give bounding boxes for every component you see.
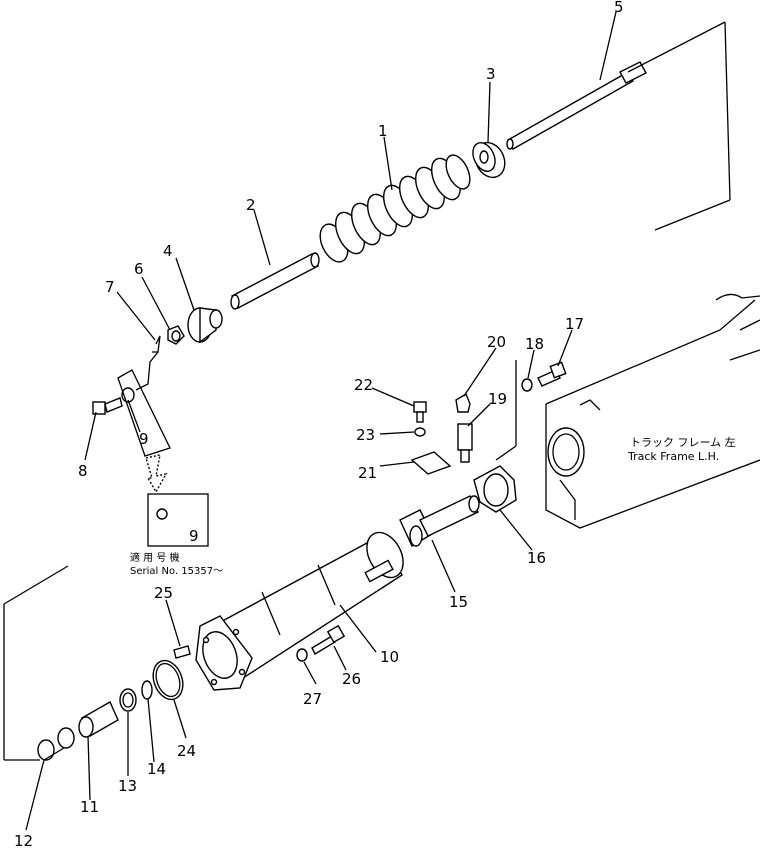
nut-part-6 — [167, 325, 185, 345]
serial-note: 適 用 号 機 Serial No. 15357～ — [130, 551, 223, 577]
pipe-part-2 — [230, 252, 320, 310]
cylinder-part-10 — [214, 531, 404, 682]
callout-27: 27 — [303, 690, 322, 708]
callout-23: 23 — [356, 426, 375, 444]
spring-part-1 — [319, 154, 471, 263]
callout-9b: 9 — [189, 527, 199, 545]
callout-8: 8 — [78, 462, 88, 480]
callout-22: 22 — [354, 376, 373, 394]
flange-part-16 — [473, 465, 517, 513]
callout-24: 24 — [177, 742, 196, 760]
callout-4: 4 — [163, 242, 173, 260]
arrow-down — [145, 454, 168, 494]
serial-note-en: Serial No. 15357～ — [130, 566, 223, 577]
callout-11: 11 — [80, 798, 99, 816]
callout-6: 6 — [134, 260, 144, 278]
rod-part-5 — [506, 21, 731, 231]
leader-lines — [25, 11, 617, 831]
callout-2: 2 — [246, 196, 256, 214]
callout-9: 9 — [139, 430, 149, 448]
callout-21: 21 — [358, 464, 377, 482]
callout-12: 12 — [14, 832, 33, 848]
track-frame — [545, 293, 760, 529]
bolt-part-17 — [537, 361, 567, 387]
callout-10: 10 — [380, 648, 399, 666]
flange-cylinder — [195, 615, 253, 691]
retainer-part-3 — [472, 141, 506, 179]
valve-part-19 — [457, 423, 473, 463]
callout-15: 15 — [449, 593, 468, 611]
nut-part-9 — [117, 369, 171, 457]
frame-line-left — [3, 565, 69, 761]
bolt-part-22 — [413, 401, 427, 423]
callout-26: 26 — [342, 670, 361, 688]
callout-3: 3 — [486, 65, 496, 83]
callout-25: 25 — [154, 584, 173, 602]
callout-17: 17 — [565, 315, 584, 333]
callout-20: 20 — [487, 333, 506, 351]
washer-part-27 — [296, 648, 308, 662]
track-frame-en: Track Frame L.H. — [627, 450, 719, 463]
washer-part-18 — [521, 378, 533, 392]
serial-note-box — [147, 493, 209, 547]
callout-13: 13 — [118, 777, 137, 795]
bolt-part-8 — [92, 397, 123, 415]
callout-7: 7 — [105, 278, 115, 296]
snapring-part-14 — [141, 680, 153, 700]
adjuster-part-15 — [399, 495, 480, 548]
track-frame-jp: トラック フレーム 左 — [630, 436, 736, 449]
rings-part-12 — [37, 727, 75, 761]
callout-14: 14 — [147, 760, 166, 778]
callout-numbers: 1 2 3 4 5 6 7 8 9 9 10 11 12 13 14 15 16… — [14, 0, 624, 848]
callout-5: 5 — [614, 0, 624, 16]
clip-part-7 — [135, 335, 161, 391]
packing-part-13 — [119, 688, 137, 712]
callout-16: 16 — [527, 549, 546, 567]
pin-part-25 — [173, 645, 191, 659]
track-frame-label: トラック フレーム 左 Track Frame L.H. — [627, 436, 736, 463]
callout-1: 1 — [378, 122, 388, 140]
holder-part-4 — [187, 307, 223, 344]
callout-18: 18 — [525, 335, 544, 353]
plate-part-21 — [410, 451, 452, 475]
bolt-part-26 — [311, 624, 346, 655]
serial-note-jp: 適 用 号 機 — [130, 551, 180, 564]
piston-part-11 — [78, 701, 119, 738]
oring-part-24 — [152, 659, 184, 701]
fitting-part-20 — [455, 392, 471, 413]
washer-part-23 — [414, 427, 426, 437]
callout-19: 19 — [488, 390, 507, 408]
